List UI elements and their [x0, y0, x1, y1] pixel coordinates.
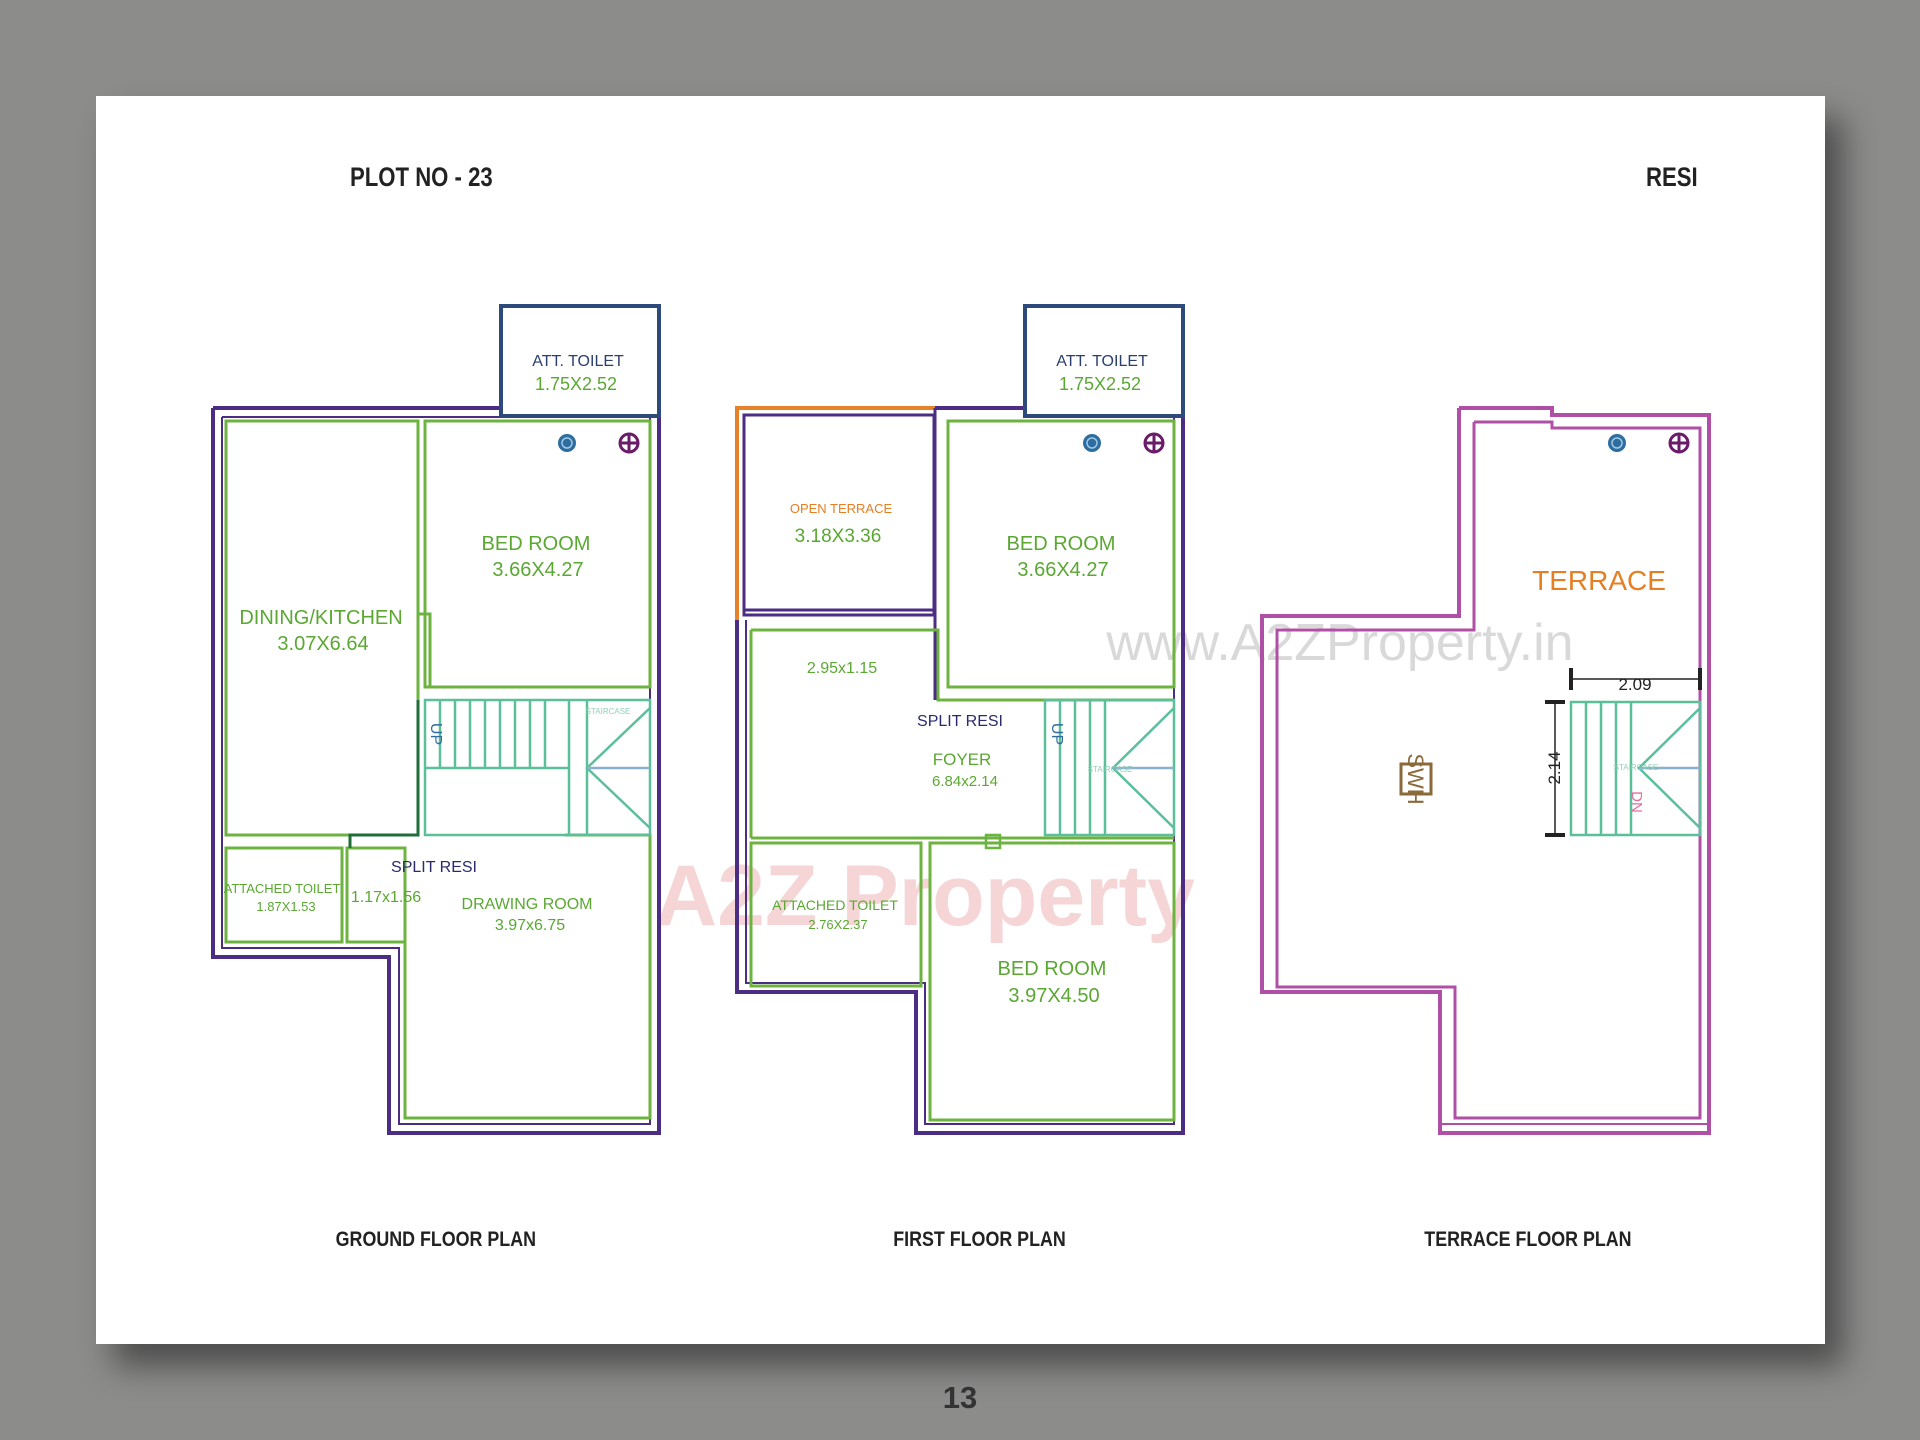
first-floor-caption: FIRST FLOOR PLAN [893, 1228, 1066, 1251]
first-floor-plan: ATT. TOILET 1.75X2.52 OPEN TERRACE 3.18X… [735, 304, 1185, 1135]
outer-wall [211, 304, 661, 1135]
drawing-room-size: 3.97x6.75 [495, 917, 565, 934]
attached-toilet-name: ATTACHED TOILET [772, 897, 898, 913]
ground-floor-plan: ATT. TOILET 1.75X2.52 BED ROOM 3.66X4.27… [211, 304, 661, 1135]
drawing-sheet [96, 96, 1825, 1344]
attached-toilet [224, 846, 344, 944]
bed-room-2-size: 3.97X4.50 [1008, 985, 1099, 1007]
dining-name: DINING/KITCHEN [239, 607, 402, 629]
bed-room-2-name: BED ROOM [998, 958, 1107, 980]
attached-toilet-size: 1.87X1.53 [256, 899, 315, 914]
staircase [1569, 700, 1702, 837]
plot-number: PLOT NO - 23 [350, 162, 493, 192]
bed-room [946, 419, 1176, 689]
staircase-label: STAIRCASE [1614, 763, 1659, 772]
att-toilet-size: 1.75X2.52 [535, 374, 617, 394]
open-terrace-name: OPEN TERRACE [790, 501, 893, 516]
swh-label: SWH [1403, 753, 1428, 804]
attached-toilet-size: 2.76X2.37 [808, 917, 867, 932]
split-resi-label: SPLIT RESI [391, 859, 477, 876]
att-toilet-name: ATT. TOILET [1056, 353, 1148, 370]
att-toilet-size: 1.75X2.52 [1059, 374, 1141, 394]
attached-toilet-name: ATTACHED TOILET [224, 881, 341, 896]
att-toilet-name: ATT. TOILET [532, 353, 624, 370]
staircase [1043, 698, 1176, 837]
watermark-url: www.A2ZProperty.in [1105, 614, 1573, 672]
dim-height: 2.14 [1545, 751, 1564, 784]
drawing-room [403, 833, 652, 1120]
dimension-lines [1545, 668, 1702, 837]
bed-room-size: 3.66X4.27 [1017, 559, 1108, 581]
open-terrace-wall [735, 406, 935, 620]
foyer-size: 6.84x2.14 [932, 773, 998, 790]
dining-kitchen [224, 419, 420, 837]
bed-room [423, 419, 652, 689]
staircase-label: STAIRCASE [586, 707, 631, 716]
att-toilet-box [1023, 304, 1185, 418]
property-type: RESI [1646, 162, 1698, 192]
terrace-label: TERRACE [1532, 565, 1666, 596]
terrace-floor-caption: TERRACE FLOOR PLAN [1424, 1228, 1632, 1251]
foyer-name: FOYER [933, 750, 992, 769]
bed-room-size: 3.66X4.27 [492, 559, 583, 581]
lobby-size: 2.95x1.15 [807, 660, 877, 677]
attached-toilet [749, 841, 923, 988]
dining-size: 3.07X6.64 [277, 633, 368, 655]
bed-room-2 [928, 841, 1176, 1122]
terrace-outer-wall [1260, 406, 1711, 1135]
open-terrace-size: 3.18X3.36 [795, 526, 882, 547]
dim-width: 2.09 [1618, 675, 1651, 694]
ground-floor-caption: GROUND FLOOR PLAN [335, 1228, 536, 1251]
page-number: 13 [942, 1380, 978, 1415]
passage-size: 1.17x1.56 [351, 889, 421, 906]
dn-label: DN [1628, 791, 1645, 813]
staircase-label: STAIRCASE [1088, 765, 1133, 774]
staircase [423, 698, 652, 837]
up-label: UP [427, 723, 444, 745]
att-toilet-box [499, 304, 661, 418]
drawing-room-name: DRAWING ROOM [462, 896, 593, 913]
terrace-floor-plan: TERRACE SWH 2.09 2.14 STAIRCASE DN [1260, 406, 1711, 1135]
swh-box [1399, 762, 1433, 796]
bed-room-name: BED ROOM [482, 533, 591, 555]
split-resi-label: SPLIT RESI [917, 713, 1003, 730]
bed-room-name: BED ROOM [1007, 533, 1116, 555]
up-label: UP [1048, 723, 1065, 745]
